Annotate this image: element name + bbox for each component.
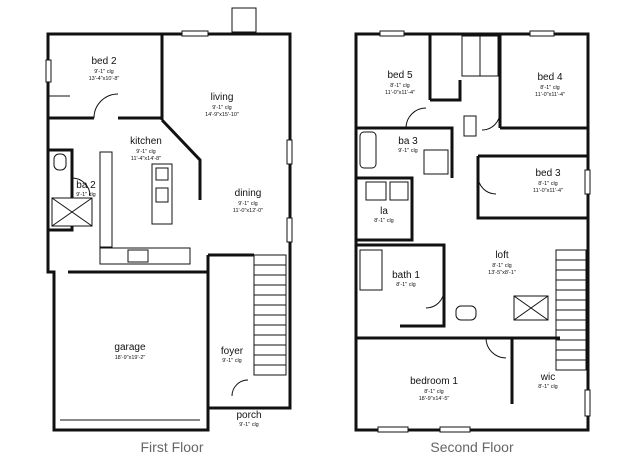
room-name-bedroom-1: bedroom 1 (410, 376, 458, 387)
room-dims-bedroom-1: 18'-9"x14'-5" (419, 396, 450, 402)
window (379, 30, 405, 37)
room-name-wic: wic (540, 372, 555, 383)
window (584, 169, 591, 195)
chimney (231, 7, 257, 33)
room-ceiling-kitchen: 9'-1" clg (136, 149, 156, 155)
bed3-wall (476, 156, 588, 220)
bathtub (359, 131, 377, 169)
linen-closet (463, 115, 477, 137)
window (45, 59, 52, 83)
room-name-bed-2: bed 2 (91, 56, 116, 67)
door-swing (481, 111, 501, 131)
window (377, 426, 409, 433)
room-dims-bed-2: 13'-4"x10'-8" (89, 76, 120, 82)
room-name-ba-2: ba 2 (76, 180, 96, 191)
second-floor-exterior-wall (354, 32, 590, 432)
shower (359, 249, 383, 291)
room-name-dining: dining (235, 188, 262, 199)
first-floor-caption: First Floor (141, 439, 204, 455)
door-swing (425, 289, 445, 309)
room-name-loft: loft (495, 250, 509, 261)
room-dims-bed-3: 11'-0"x11'-4" (533, 188, 563, 194)
room-name-foyer: foyer (221, 346, 244, 357)
room-ceiling-bed-4: 8'-1" clg (540, 85, 560, 91)
room-dims-living: 14'-9"x15'-10" (205, 112, 239, 118)
vanity (423, 149, 449, 175)
room-name-bed-3: bed 3 (535, 168, 560, 179)
room-dims-garage: 18'-9"x19'-2" (115, 355, 146, 361)
laundry-wall (356, 176, 414, 242)
first-floor-labels: bed 2 9'-1" clg 13'-4"x10'-8" living 9'-… (76, 56, 263, 428)
room-ceiling-ba-3: 9'-1" clg (398, 148, 418, 154)
room-name-la: la (380, 206, 388, 217)
room-ceiling-bed-2: 9'-1" clg (94, 69, 114, 75)
room-dims-kitchen: 11'-4"x14'-8" (131, 156, 161, 162)
first-floor-plan (45, 7, 293, 432)
room-ceiling-wic: 8'-1" clg (538, 384, 558, 390)
stair-treads (254, 264, 286, 366)
room-ceiling-bed-3: 8'-1" clg (538, 181, 558, 187)
room-ceiling-bath-1: 8'-1" clg (396, 282, 416, 288)
door-swing (93, 93, 119, 119)
room-name-bed-5: bed 5 (387, 70, 412, 81)
ba2-wall (48, 148, 74, 232)
window (286, 217, 293, 243)
door-swing (477, 175, 497, 195)
window (529, 30, 555, 37)
second-floor-caption: Second Floor (430, 439, 514, 455)
room-ceiling-living: 9'-1" clg (212, 105, 232, 111)
room-name-porch: porch (236, 410, 261, 421)
room-ceiling-foyer: 9'-1" clg (222, 358, 242, 364)
room-name-bed-4: bed 4 (537, 72, 562, 83)
room-ceiling-ba-2: 9'-1" clg (76, 192, 96, 198)
room-dims-loft: 13'-5"x8'-1" (488, 270, 516, 276)
window (439, 426, 471, 433)
dryer (389, 181, 409, 201)
room-ceiling-la: 8'-1" clg (374, 218, 394, 224)
room-name-kitchen: kitchen (130, 136, 162, 147)
window (584, 389, 591, 417)
room-dims-bed-5: 11'-0"x11'-4" (385, 90, 415, 96)
door-swing (405, 107, 427, 129)
door-swing (231, 379, 249, 397)
room-name-ba-3: ba 3 (398, 136, 418, 147)
kitchen-counter (99, 151, 113, 248)
stair-treads (556, 259, 586, 361)
ba3-wall (356, 126, 454, 178)
room-ceiling-bedroom-1: 8'-1" clg (424, 389, 444, 395)
window (286, 139, 293, 165)
window (181, 30, 209, 37)
room-ceiling-bed-5: 8'-1" clg (390, 83, 410, 89)
kitchen-angled-wall (160, 118, 202, 200)
room-ceiling-porch: 9'-1" clg (239, 422, 259, 428)
toilet (455, 305, 477, 321)
door-swing (71, 177, 91, 197)
room-name-garage: garage (114, 342, 146, 353)
bath1-wall (356, 243, 446, 328)
second-floor-labels: bed 5 8'-1" clg 11'-0"x11'-4" bed 4 8'-1… (374, 70, 565, 402)
toilet (53, 153, 67, 171)
room-name-bath-1: bath 1 (392, 270, 420, 281)
room-name-living: living (211, 92, 234, 103)
room-ceiling-dining: 9'-1" clg (238, 201, 258, 207)
room-dims-bed-4: 11'-0"x11'-4" (535, 92, 565, 98)
washer (365, 181, 387, 201)
room-dims-dining: 11'-0"x12'-0" (233, 208, 263, 214)
room-ceiling-loft: 8'-1" clg (492, 263, 512, 269)
second-floor-plan (354, 30, 591, 433)
door-swing (485, 337, 507, 359)
